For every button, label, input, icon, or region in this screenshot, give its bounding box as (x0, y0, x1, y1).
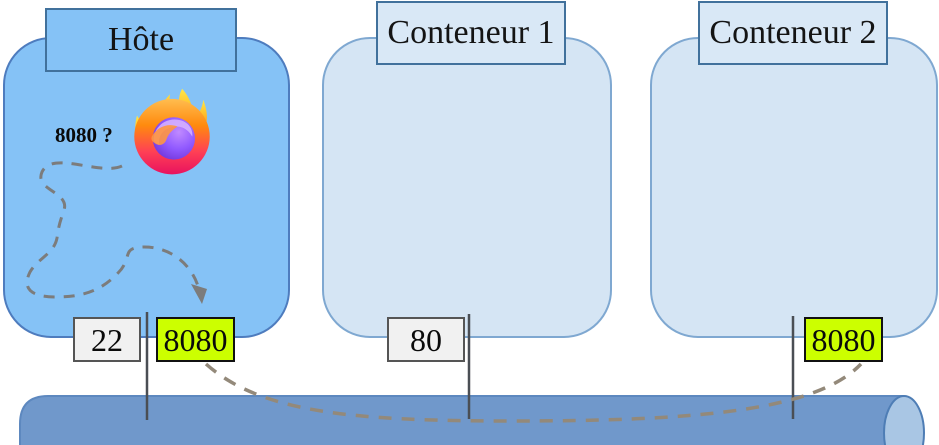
host-box (3, 37, 290, 338)
container-2-title: Conteneur 2 (698, 1, 888, 65)
port-badge-8080-container2: 8080 (804, 317, 883, 362)
port-badge-22: 22 (73, 317, 141, 362)
container-1-title: Conteneur 1 (376, 1, 566, 65)
network-pipe-cap (883, 395, 925, 445)
host-title: Hôte (45, 8, 237, 72)
search-squiggle-arrow (25, 161, 200, 299)
port-badge-8080-host: 8080 (156, 317, 235, 362)
container-1-box (322, 37, 612, 338)
firefox-icon (134, 88, 210, 175)
arrowhead-icon (191, 284, 207, 304)
browser-port-question: 8080 ? (55, 123, 113, 147)
port-mapping-curve (204, 362, 863, 423)
port-badge-80-container1: 80 (387, 317, 465, 362)
network-pipe (19, 395, 904, 445)
